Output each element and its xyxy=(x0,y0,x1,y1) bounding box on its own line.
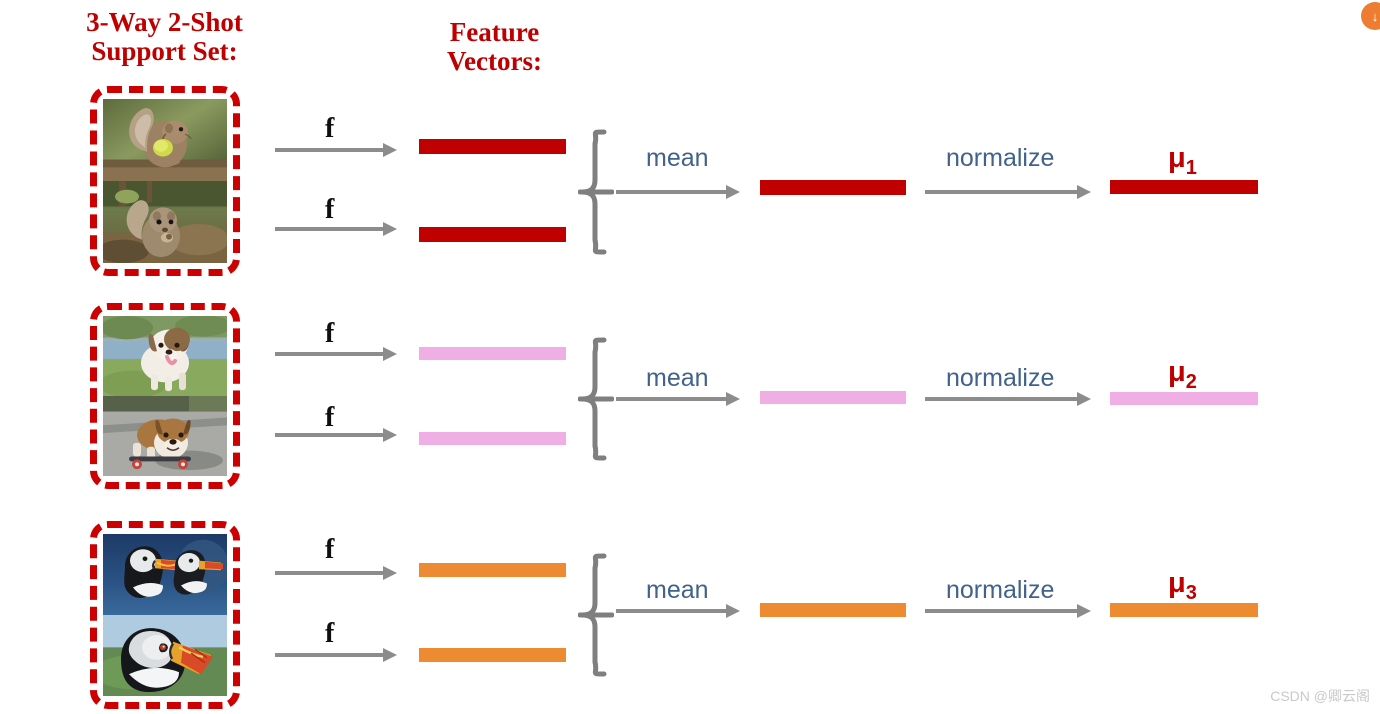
support-set-title: 3-Way 2-Shot Support Set: xyxy=(52,7,277,67)
feature-vectors-title: Feature Vectors: xyxy=(402,17,587,77)
support-set-box-class-3 xyxy=(90,521,240,709)
support-image-puffin-1 xyxy=(103,534,227,615)
mean-label-3: mean xyxy=(646,576,709,604)
encoder-label-2-1: f xyxy=(325,318,335,349)
feature-vectors-title-line-2: Vectors: xyxy=(447,46,542,77)
prototype-mu-glyph-2: μ xyxy=(1168,356,1186,388)
prototype-vector-bar-3 xyxy=(1110,603,1258,617)
mean-label-1: mean xyxy=(646,144,709,172)
normalize-arrow-2 xyxy=(925,392,1092,406)
prototype-mu-glyph-3: μ xyxy=(1168,567,1186,599)
normalize-label-1: normalize xyxy=(946,144,1055,172)
normalize-label-3: normalize xyxy=(946,576,1055,604)
encoder-label-3-1: f xyxy=(325,534,335,565)
prototype-vector-bar-1 xyxy=(1110,180,1258,194)
feature-vector-bar-1-2 xyxy=(419,227,566,242)
encoder-arrow-1-2 xyxy=(275,222,397,236)
support-set-title-line-2: Support Set: xyxy=(91,36,238,67)
mean-arrow-2 xyxy=(616,392,741,406)
encoder-label-3-2: f xyxy=(325,618,335,649)
prototype-label-2: μ2 xyxy=(1168,358,1197,392)
support-image-squirrel-1 xyxy=(103,99,227,181)
encoder-arrow-2-2 xyxy=(275,428,397,442)
feature-vector-bar-3-1 xyxy=(419,563,566,577)
feature-vector-bar-2-1 xyxy=(419,347,566,360)
feature-vector-bar-1-1 xyxy=(419,139,566,154)
encoder-label-2-2: f xyxy=(325,402,335,433)
watermark-text: CSDN @卿云阁 xyxy=(1270,688,1370,704)
prototype-mu-subscript-1: 1 xyxy=(1185,156,1197,179)
normalize-label-2: normalize xyxy=(946,364,1055,392)
prototype-mu-glyph-1: μ xyxy=(1168,142,1186,174)
encoder-label-1-1: f xyxy=(325,113,335,144)
download-badge-icon[interactable]: ↓ xyxy=(1361,2,1380,30)
group-brace-1 xyxy=(578,129,614,255)
mean-arrow-3 xyxy=(616,604,741,618)
prototype-mu-subscript-2: 2 xyxy=(1185,370,1197,393)
encoder-arrow-1-1 xyxy=(275,143,397,157)
feature-vector-bar-3-2 xyxy=(419,648,566,662)
prototype-mu-subscript-3: 3 xyxy=(1185,581,1197,604)
prototype-vector-bar-2 xyxy=(1110,392,1258,405)
support-set-box-class-1 xyxy=(90,86,240,276)
encoder-arrow-3-2 xyxy=(275,648,397,662)
prototype-label-3: μ3 xyxy=(1168,569,1197,603)
feature-vectors-title-line-1: Feature xyxy=(449,17,540,47)
mean-vector-bar-1 xyxy=(760,180,906,195)
group-brace-3 xyxy=(578,553,614,677)
support-image-bulldog-1 xyxy=(103,316,227,396)
encoder-arrow-3-1 xyxy=(275,566,397,580)
normalize-arrow-3 xyxy=(925,604,1092,618)
support-set-title-line-1: 3-Way 2-Shot xyxy=(86,7,243,37)
support-image-puffin-2 xyxy=(103,615,227,696)
mean-vector-bar-3 xyxy=(760,603,906,617)
support-image-squirrel-2 xyxy=(103,181,227,263)
mean-label-2: mean xyxy=(646,364,709,392)
normalize-arrow-1 xyxy=(925,185,1092,199)
feature-vector-bar-2-2 xyxy=(419,432,566,445)
support-set-box-class-2 xyxy=(90,303,240,489)
mean-vector-bar-2 xyxy=(760,391,906,404)
prototype-label-1: μ1 xyxy=(1168,144,1197,178)
support-image-bulldog-2 xyxy=(103,396,227,476)
mean-arrow-1 xyxy=(616,185,741,199)
encoder-arrow-2-1 xyxy=(275,347,397,361)
encoder-label-1-2: f xyxy=(325,194,335,225)
group-brace-2 xyxy=(578,337,614,461)
